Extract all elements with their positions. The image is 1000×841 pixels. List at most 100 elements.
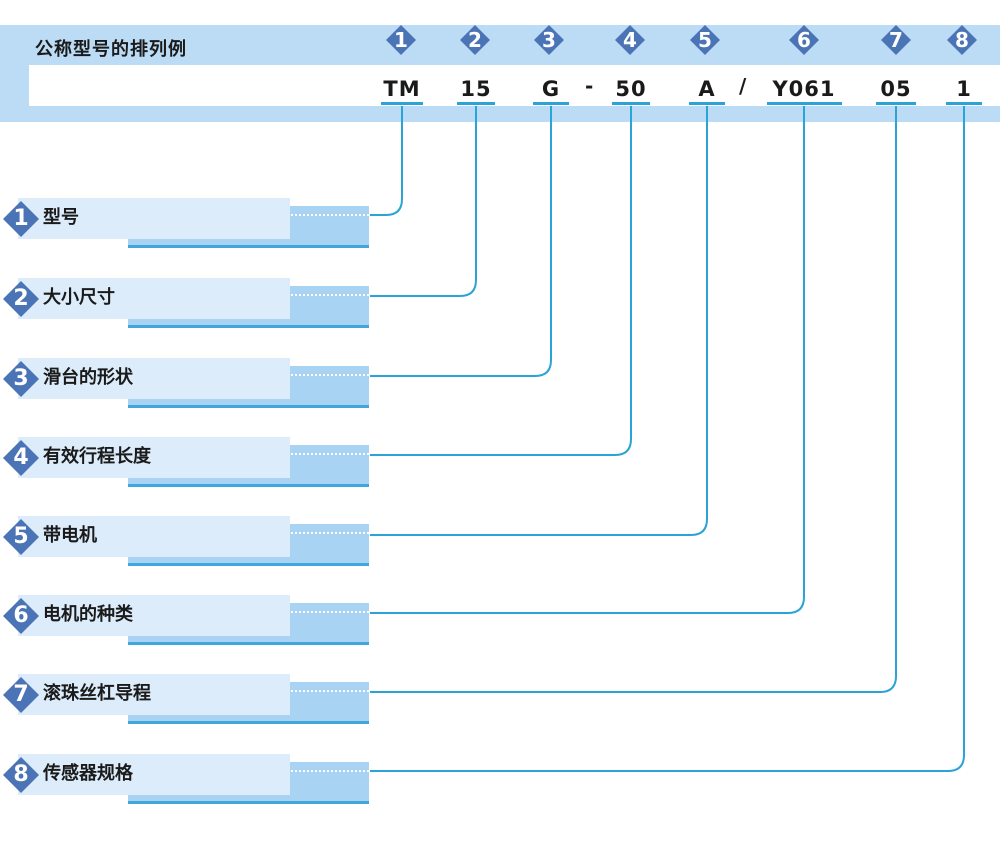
row-box-1 [18,198,290,239]
code-underline-6 [767,102,842,105]
code-badge-number: 4 [623,28,637,52]
code-badge-8: 8 [947,25,977,55]
code-badge-2: 2 [460,25,490,55]
diamond-icon [3,598,39,634]
diamond-icon [947,25,977,55]
code-segment-lead: 05 [880,77,912,101]
code-badge-1: 1 [386,25,416,55]
row-label-stroke: 有效行程长度 [43,446,151,467]
code-badge-5: 5 [690,25,720,55]
row-label-ball-screw-lead: 滚珠丝杠导程 [43,683,151,704]
diamond-icon [690,25,720,55]
connector-5 [370,106,708,536]
row-label-size: 大小尺寸 [43,287,115,308]
code-underline-4 [612,102,650,105]
code-segment-motor-type: Y061 [772,77,836,101]
code-segment-size: 15 [460,77,492,101]
diamond-icon [789,25,819,55]
code-badge-number: 8 [955,28,969,52]
code-badge-number: 5 [698,28,712,52]
row-dots-1 [291,214,369,216]
diamond-icon [3,281,39,317]
row-label-motor: 带电机 [43,525,97,546]
row-dots-5 [291,532,369,534]
connector-4 [370,106,632,456]
row-label-model: 型号 [43,207,79,228]
page-title: 公称型号的排列例 [35,39,187,60]
row-dots-8 [291,770,369,772]
code-badge-number: 7 [889,28,903,52]
code-underline-2 [457,102,495,105]
code-underline-1 [381,102,423,105]
connector-7 [370,106,897,693]
diamond-icon [3,440,39,476]
row-badge-number: 6 [13,603,29,628]
code-badge-number: 2 [468,28,482,52]
diamond-icon [386,25,416,55]
row-badge-8: 8 [3,757,39,793]
code-badge-number: 6 [797,28,811,52]
code-underline-8 [946,102,982,105]
connector-6 [370,106,805,614]
row-box-3 [18,358,290,399]
diamond-icon [615,25,645,55]
diamond-icon [3,519,39,555]
row-dots-4 [291,453,369,455]
diamond-icon [534,25,564,55]
code-segment-stroke: 50 [615,77,647,101]
diamond-icon [3,677,39,713]
code-segment-model: TM [383,77,421,101]
code-segment-sensor: 1 [956,77,972,101]
code-segment-motor: A [698,77,716,101]
row-dots-3 [291,374,369,376]
row-box-4 [18,437,290,478]
row-badge-6: 6 [3,598,39,634]
connector-3 [370,106,552,377]
row-label-motor-type: 电机的种类 [43,604,133,625]
row-box-5 [18,516,290,557]
code-badge-6: 6 [789,25,819,55]
code-badge-number: 1 [394,28,408,52]
separator-dash: - [585,74,594,98]
code-underline-3 [533,102,569,105]
code-badge-7: 7 [881,25,911,55]
row-box-8 [18,754,290,795]
code-badge-3: 3 [534,25,564,55]
row-badge-number: 1 [13,206,29,231]
row-box-6 [18,595,290,636]
row-dots-6 [291,611,369,613]
row-badge-number: 4 [13,445,29,470]
connector-8 [370,106,965,772]
code-badge-number: 3 [542,28,556,52]
row-badge-7: 7 [3,677,39,713]
row-badge-number: 5 [13,524,29,549]
code-strip [29,65,1000,106]
code-underline-5 [689,102,725,105]
diamond-icon [3,361,39,397]
row-badge-4: 4 [3,440,39,476]
row-label-slider-shape: 滑台的形状 [43,367,133,388]
row-badge-2: 2 [3,281,39,317]
diamond-icon [460,25,490,55]
row-badge-number: 8 [13,762,29,787]
row-badge-number: 7 [13,682,29,707]
diamond-icon [3,201,39,237]
separator-slash: / [739,74,747,98]
connector-1 [370,106,403,216]
row-dots-2 [291,294,369,296]
row-badge-1: 1 [3,201,39,237]
diamond-icon [3,757,39,793]
row-badge-5: 5 [3,519,39,555]
code-segment-slider-shape: G [541,77,561,101]
row-box-7 [18,674,290,715]
code-badge-4: 4 [615,25,645,55]
row-box-2 [18,278,290,319]
connector-2 [370,106,477,297]
row-badge-number: 2 [13,286,29,311]
row-label-sensor-spec: 传感器规格 [43,763,133,784]
row-dots-7 [291,690,369,692]
code-underline-7 [876,102,916,105]
diamond-icon [881,25,911,55]
row-badge-3: 3 [3,361,39,397]
